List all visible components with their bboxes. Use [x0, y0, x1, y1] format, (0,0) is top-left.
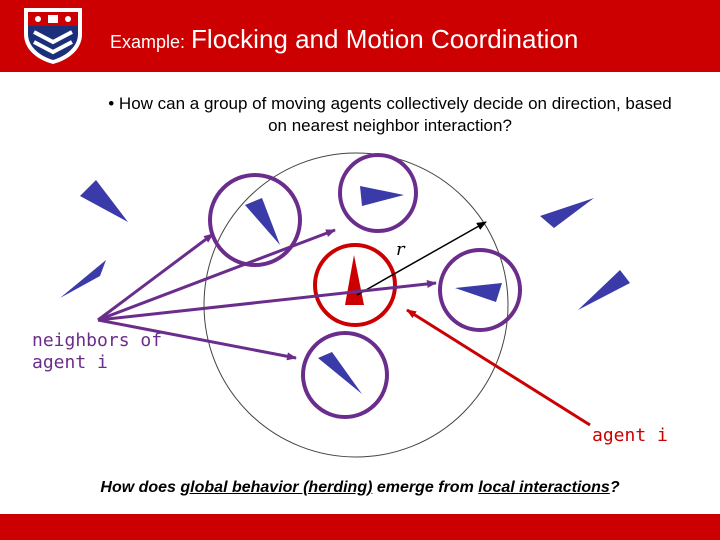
question-part: How does [100, 479, 181, 496]
slide-header: Example:Flocking and Motion Coordination [0, 0, 720, 72]
question-part: emerge from [372, 479, 479, 496]
university-shield-icon [24, 8, 82, 64]
radius-line [356, 221, 487, 296]
neighbor-circle [301, 331, 389, 419]
radius-label: r [396, 239, 405, 260]
agent-triangle [540, 198, 594, 228]
agent-triangle [60, 260, 106, 298]
neighbor-agent-triangle [360, 186, 404, 206]
neighbor-pointer-arrow [97, 232, 214, 322]
neighbors-label-line1: neighbors of [32, 330, 163, 351]
neighborhood-radius-circle [203, 152, 509, 458]
question-part: ? [609, 479, 620, 496]
agent-pointer-arrow [406, 308, 591, 427]
agent-triangle [578, 270, 630, 310]
neighbor-pointer-arrow [97, 228, 336, 322]
neighbors-label-line2: agent i [32, 352, 108, 373]
question-local-interactions: local interactions [478, 479, 610, 496]
title-main: Flocking and Motion Coordination [191, 24, 579, 54]
neighbor-pointer-arrow [97, 318, 297, 361]
bullet-question: • How can a group of moving agents colle… [108, 94, 672, 135]
question-global-behavior: global behavior (herding) [180, 479, 373, 496]
agent-triangle [80, 180, 128, 222]
neighbor-circle [438, 248, 522, 332]
title-prefix: Example: [110, 32, 186, 52]
agent-i-triangle [345, 255, 364, 305]
neighbor-circle [208, 173, 302, 267]
neighbors-label: neighbors of agent i [32, 330, 162, 374]
neighbor-agent-triangle [318, 352, 362, 394]
neighbor-circle [338, 153, 418, 233]
agent-label: agent i [592, 425, 668, 446]
neighbor-agent-triangle [245, 198, 280, 245]
bottom-question: How does global behavior (herding) emerg… [0, 479, 720, 497]
slide-title: Example:Flocking and Motion Coordination [110, 24, 578, 55]
agent-i-circle [313, 243, 397, 327]
slide-footer [0, 514, 720, 540]
neighbor-agent-triangle [455, 283, 502, 302]
neighbor-pointer-arrow [97, 280, 437, 322]
